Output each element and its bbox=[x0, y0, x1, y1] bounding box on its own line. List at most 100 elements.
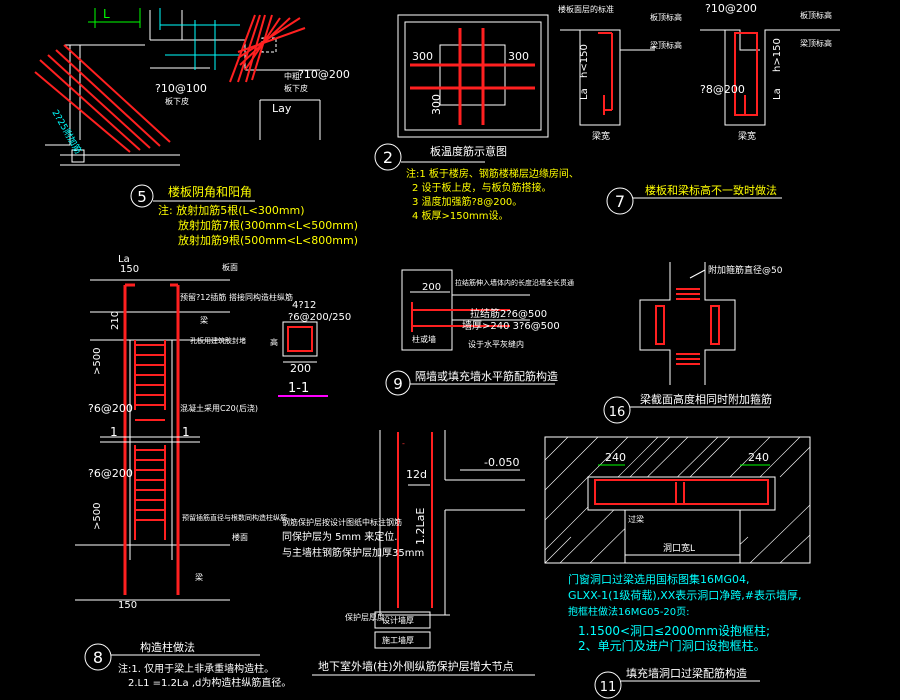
d7-la-left: La bbox=[579, 88, 590, 100]
dbase-dim-12lae: 1.2LaE bbox=[414, 508, 427, 545]
d8-label-board: 板面 bbox=[222, 262, 238, 272]
d5-note-3: 放射加筋9根(500mm<L<800mm) bbox=[178, 233, 358, 247]
d11-rebar-top: 4?12 bbox=[292, 300, 316, 311]
d11b-note-3: 抱框柱做法16MG05-20页: bbox=[568, 605, 690, 618]
d11b-note-4: 1.1500<洞口≤2000mm设抱框柱; bbox=[578, 623, 770, 638]
d8-rebar-b: ?6@200 bbox=[88, 467, 133, 480]
d11b-number: 11 bbox=[600, 680, 617, 695]
d7-rebar-top: ?10@200 bbox=[705, 2, 757, 15]
d8-label-beam: 梁 bbox=[200, 316, 208, 325]
d5-note-1: 注: 放射加筋5根(L<300mm) bbox=[158, 203, 305, 217]
d9-label-top: 拉结筋伸入墙体内的长度沿墙全长贯通 bbox=[455, 278, 574, 287]
d7-label-left-top: 楼板面层的标准 bbox=[558, 4, 614, 14]
d8-label-1a: 1 bbox=[110, 425, 118, 439]
d7-label-board-top: 板顶标高 bbox=[800, 10, 832, 20]
d8-label-floor: 楼面 bbox=[232, 532, 248, 542]
d9-dim-200: 200 bbox=[422, 282, 441, 293]
d11-label-h: 高 bbox=[270, 337, 278, 347]
d9-rebar-a: 拉结筋2?6@500 bbox=[470, 307, 547, 320]
d7-beam-w-left: 梁宽 bbox=[592, 130, 610, 142]
d2-note-1: 注:1 板于楼房、钢筋楼梯层边缘房间、 bbox=[406, 167, 579, 180]
d11-dim-200: 200 bbox=[290, 362, 311, 375]
dbase-note-2: 同保护层为 5mm 来定位. bbox=[282, 530, 397, 543]
d7-label-top-right-1: 板顶标高 bbox=[650, 12, 682, 22]
d5-rebar-right: ?10@200 bbox=[298, 68, 350, 81]
d2-note-3: 3 温度加强筋?8@200。 bbox=[412, 195, 522, 208]
d5-rebar-right-sub: 板下皮 bbox=[284, 83, 308, 93]
dbase-label-design: 设计墙厚 bbox=[382, 615, 414, 625]
d16-number: 16 bbox=[609, 405, 626, 420]
detail-7-slab-beam-elevation: 楼板面层的标准 板顶标高 梁顶标高 ?10@200 板顶标高 梁顶标高 h<15… bbox=[558, 2, 840, 215]
d7-la-right: La bbox=[772, 88, 783, 100]
d8-dim-500-b: >500 bbox=[92, 503, 103, 530]
d2-note-4: 4 板厚>150mm设。 bbox=[412, 209, 509, 222]
d11b-label-lintel: 过梁 bbox=[628, 514, 644, 524]
d8-number: 8 bbox=[93, 648, 103, 667]
d7-h-left: h<150 bbox=[579, 44, 590, 78]
d5-number: 5 bbox=[137, 188, 147, 206]
d7-h-right: h>150 bbox=[772, 38, 783, 72]
d9-label-bot: 设于水平灰缝内 bbox=[468, 339, 524, 349]
d8-title: 构造柱做法 bbox=[140, 640, 195, 654]
d8-note-1: 注:1. 仅用于梁上非承重墙构造柱。 bbox=[118, 662, 274, 675]
d2-dim-300-b: 300 bbox=[430, 94, 443, 115]
d8-label-pre: 预留?12插筋 搭接同构造柱纵筋 bbox=[180, 292, 293, 302]
detail-5-slab-corners: L ?10@100 板下皮 中粗 ?10@200 板下皮 Lay 2?25附加筋… bbox=[34, 7, 358, 247]
d5-label-l: L bbox=[103, 7, 110, 21]
dbase-label-prot: 保护层厚度 bbox=[345, 612, 385, 622]
d5-diag-label: 2?25附加筋 bbox=[49, 108, 84, 156]
d8-label-beam-b: 梁 bbox=[195, 573, 203, 582]
d5-rebar-top: ?10@100 bbox=[155, 82, 207, 95]
d7-number: 7 bbox=[615, 192, 625, 211]
d2-note-2: 2 设于板上皮，与板负筋搭接。 bbox=[412, 181, 552, 194]
d2-number: 2 bbox=[383, 148, 393, 167]
d11-section: 1-1 bbox=[288, 381, 309, 396]
d8-label-la: La bbox=[118, 254, 130, 265]
dbase-note-1: 钢筋保护层按设计图纸中标注钢筋 bbox=[282, 517, 402, 527]
d8-dim-150-bot: 150 bbox=[118, 600, 137, 611]
dbase-label-con: 施工墙厚 bbox=[382, 635, 414, 645]
d5-rebar-top-sub: 板下皮 bbox=[165, 96, 189, 106]
d8-label-1b: 1 bbox=[182, 425, 190, 439]
d8-note-2: 2.L1 =1.2La ,d为构造柱纵筋直径。 bbox=[128, 676, 291, 689]
d11b-note-1: 门窗洞口过梁选用国标图集16MG04, bbox=[568, 572, 750, 586]
d7-label-top-right-2: 梁顶标高 bbox=[650, 40, 682, 50]
d5-note-2: 放射加筋7根(300mm<L<500mm) bbox=[178, 218, 358, 232]
d2-title: 板温度筋示意图 bbox=[430, 144, 507, 158]
dbase-title: 地下室外墙(柱)外侧纵筋保护层增大节点 bbox=[318, 659, 514, 673]
d11b-note-5: 2、单元门及进户门洞口设抱框柱。 bbox=[578, 638, 766, 653]
d5-title: 楼板阴角和阳角 bbox=[168, 184, 252, 199]
d11-rebar-sub: ?6@200/250 bbox=[288, 312, 351, 323]
d8-dim-150-top: 150 bbox=[120, 264, 139, 275]
d2-dim-300-tl: 300 bbox=[412, 50, 433, 63]
d7-title: 楼板和梁标高不一致时做法 bbox=[645, 183, 777, 197]
d11b-note-2: GLXX-1(1级荷载),XX表示洞口净跨,#表示墙厚, bbox=[568, 588, 802, 602]
d9-rebar-b: 墙厚>240 3?6@500 bbox=[462, 319, 560, 332]
d16-title: 梁截面高度相同时附加箍筋 bbox=[640, 392, 772, 406]
detail-16-beam-cross: 附加箍筋直径@50 16 梁截面高度相同时附加箍筋 bbox=[603, 262, 783, 424]
d11b-dim-240-left: 240 bbox=[605, 451, 626, 464]
dbase-elev: -0.050 bbox=[484, 456, 519, 469]
d16-label: 附加箍筋直径@50 bbox=[708, 264, 783, 276]
d7-label-beam-top: 梁顶标高 bbox=[800, 38, 832, 48]
d11b-title: 填充墙洞口过梁配筋构造 bbox=[626, 666, 747, 680]
svg-text:-: - bbox=[402, 439, 405, 448]
d9-title: 隔墙或填充墙水平筋配筋构造 bbox=[415, 369, 558, 383]
d7-beam-w-right: 梁宽 bbox=[738, 130, 756, 142]
d8-label-hole: 孔板用建筑胶封堵 bbox=[190, 336, 246, 345]
d9-label-col: 柱或墙 bbox=[412, 334, 436, 344]
d9-number: 9 bbox=[393, 375, 403, 393]
detail-2-temperature-rebar: 300 300 300 2 板温度筋示意图 注:1 板于楼房、钢筋楼梯层边缘房间… bbox=[374, 14, 579, 222]
d5-rebar-right-prefix: 中粗 bbox=[284, 71, 300, 81]
detail-basement-wall: - -0.050 12d 1.2LaE 钢筋保护层按设计图纸中标注钢筋 同保护层… bbox=[282, 430, 535, 676]
d11b-label-opening: 洞口宽L bbox=[663, 542, 695, 554]
detail-11-lintel: 240 240 过梁 洞口宽L 门窗洞口过梁选用国标图集16MG04, GLXX… bbox=[544, 436, 811, 699]
section-1-1: 4?12 ?6@200/250 高 200 1-1 bbox=[270, 300, 351, 397]
d2-dim-300-tr: 300 bbox=[508, 50, 529, 63]
d8-dim-210: 210 bbox=[110, 311, 121, 330]
dbase-note-3: 与主墙柱钢筋保护层加厚35mm bbox=[282, 546, 424, 559]
dbase-dim-12d: 12d bbox=[406, 468, 427, 481]
d8-label-pre-b: 预留插筋直径与根数同构造柱纵筋 bbox=[182, 513, 287, 522]
detail-9-partition-wall: 200 拉结筋伸入墙体内的长度沿墙全长贯通 拉结筋2?6@500 墙厚>240 … bbox=[385, 269, 574, 396]
